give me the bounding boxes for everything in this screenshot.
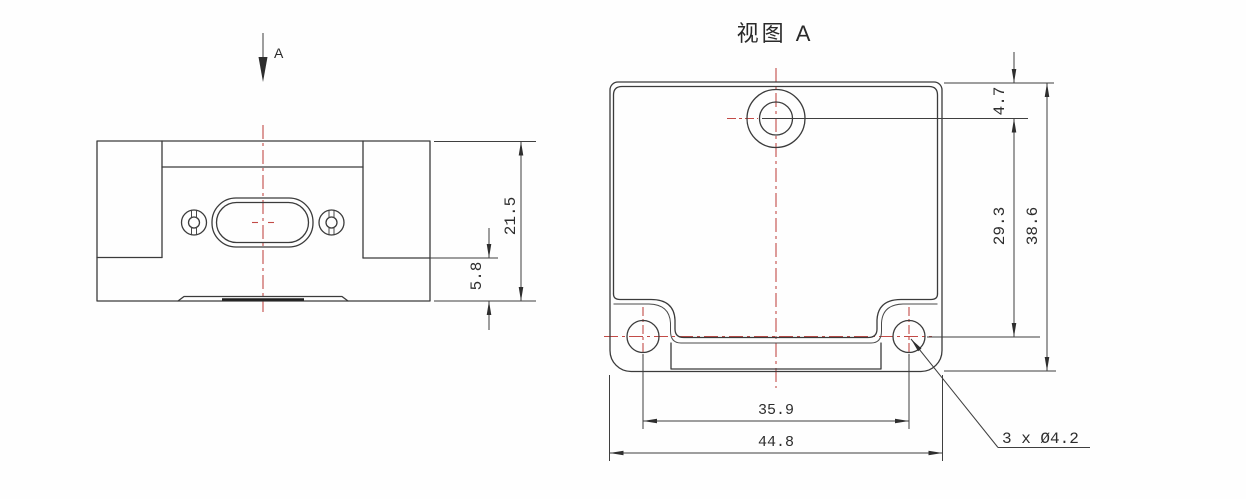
body-outline [96, 140, 431, 302]
dim-text-29-3: 29.3 [991, 207, 1009, 245]
jackscrew-inner [325, 216, 338, 229]
view-title: 视图 A [737, 21, 814, 46]
bottom-boss-edge [177, 295, 349, 302]
dim-text-35-9: 35.9 [758, 402, 794, 419]
dsub-outer-shell [211, 197, 314, 248]
dimension-35-9: 35.9 [642, 354, 910, 429]
right-view: 视图 A 4.7 [604, 21, 1090, 461]
bottom-hole-left [626, 319, 660, 354]
section-arrow: A [258, 33, 284, 82]
jackscrew-slot [191, 210, 197, 235]
dim-arrow [609, 450, 624, 456]
bottom-hole-right [892, 319, 926, 354]
body-inner-wall [612, 85, 939, 295]
dim-arrow [643, 418, 657, 424]
cavity-shoulder-edge-lower [613, 303, 938, 344]
left-view-centerlines [252, 125, 274, 312]
left-view: A [96, 33, 536, 330]
dim-arrow [486, 244, 492, 258]
dim-text-5-8: 5.8 [468, 262, 486, 291]
dsub-connector [211, 197, 314, 248]
section-arrow-head [258, 57, 268, 82]
dim-text-38-6: 38.6 [1024, 207, 1042, 245]
body-outer-outline [609, 81, 943, 373]
right-view-body [609, 81, 943, 373]
dimension-5-8: 5.8 [430, 228, 498, 330]
left-view-body [96, 140, 431, 302]
bottom-recess-edge [670, 342, 882, 370]
cavity-shoulder-edge [612, 293, 939, 339]
dimension-29-3: 29.3 [927, 118, 1040, 338]
section-arrow-label: A [274, 45, 284, 61]
dimension-21-5: 21.5 [434, 141, 536, 302]
dim-arrow [518, 287, 524, 301]
dimension-38-6: 38.6 [944, 83, 1056, 372]
jackscrew-slot [328, 210, 335, 235]
dim-arrow [486, 301, 492, 315]
leader-line [910, 338, 999, 448]
dim-text-4-7: 4.7 [991, 87, 1009, 116]
jackscrew-outer [180, 209, 208, 236]
dim-arrow [928, 450, 943, 456]
dim-text-44-8: 44.8 [758, 434, 794, 451]
leader-arrow [911, 339, 922, 352]
right-view-centerlines [604, 68, 932, 388]
dim-arrow [1044, 357, 1050, 371]
dimension-4-7: 4.7 [762, 52, 1054, 119]
dim-arrow [1044, 83, 1050, 97]
jackscrew-inner [187, 216, 201, 229]
jackscrew-outer [318, 209, 345, 236]
dsub-inner-shell [215, 201, 310, 244]
dim-arrow [895, 418, 909, 424]
dim-arrow [518, 141, 524, 156]
dim-arrow [1011, 69, 1017, 83]
dimension-44-8: 44.8 [609, 375, 943, 461]
dim-text-21-5: 21.5 [502, 197, 520, 235]
jackscrew-left [180, 209, 208, 236]
dim-arrow [1011, 323, 1017, 337]
hole-callout-text: 3 x Ø4.2 [1002, 430, 1079, 448]
dim-arrow [1011, 118, 1017, 133]
jackscrew-right [318, 209, 345, 236]
hole-callout: 3 x Ø4.2 [910, 338, 1090, 448]
